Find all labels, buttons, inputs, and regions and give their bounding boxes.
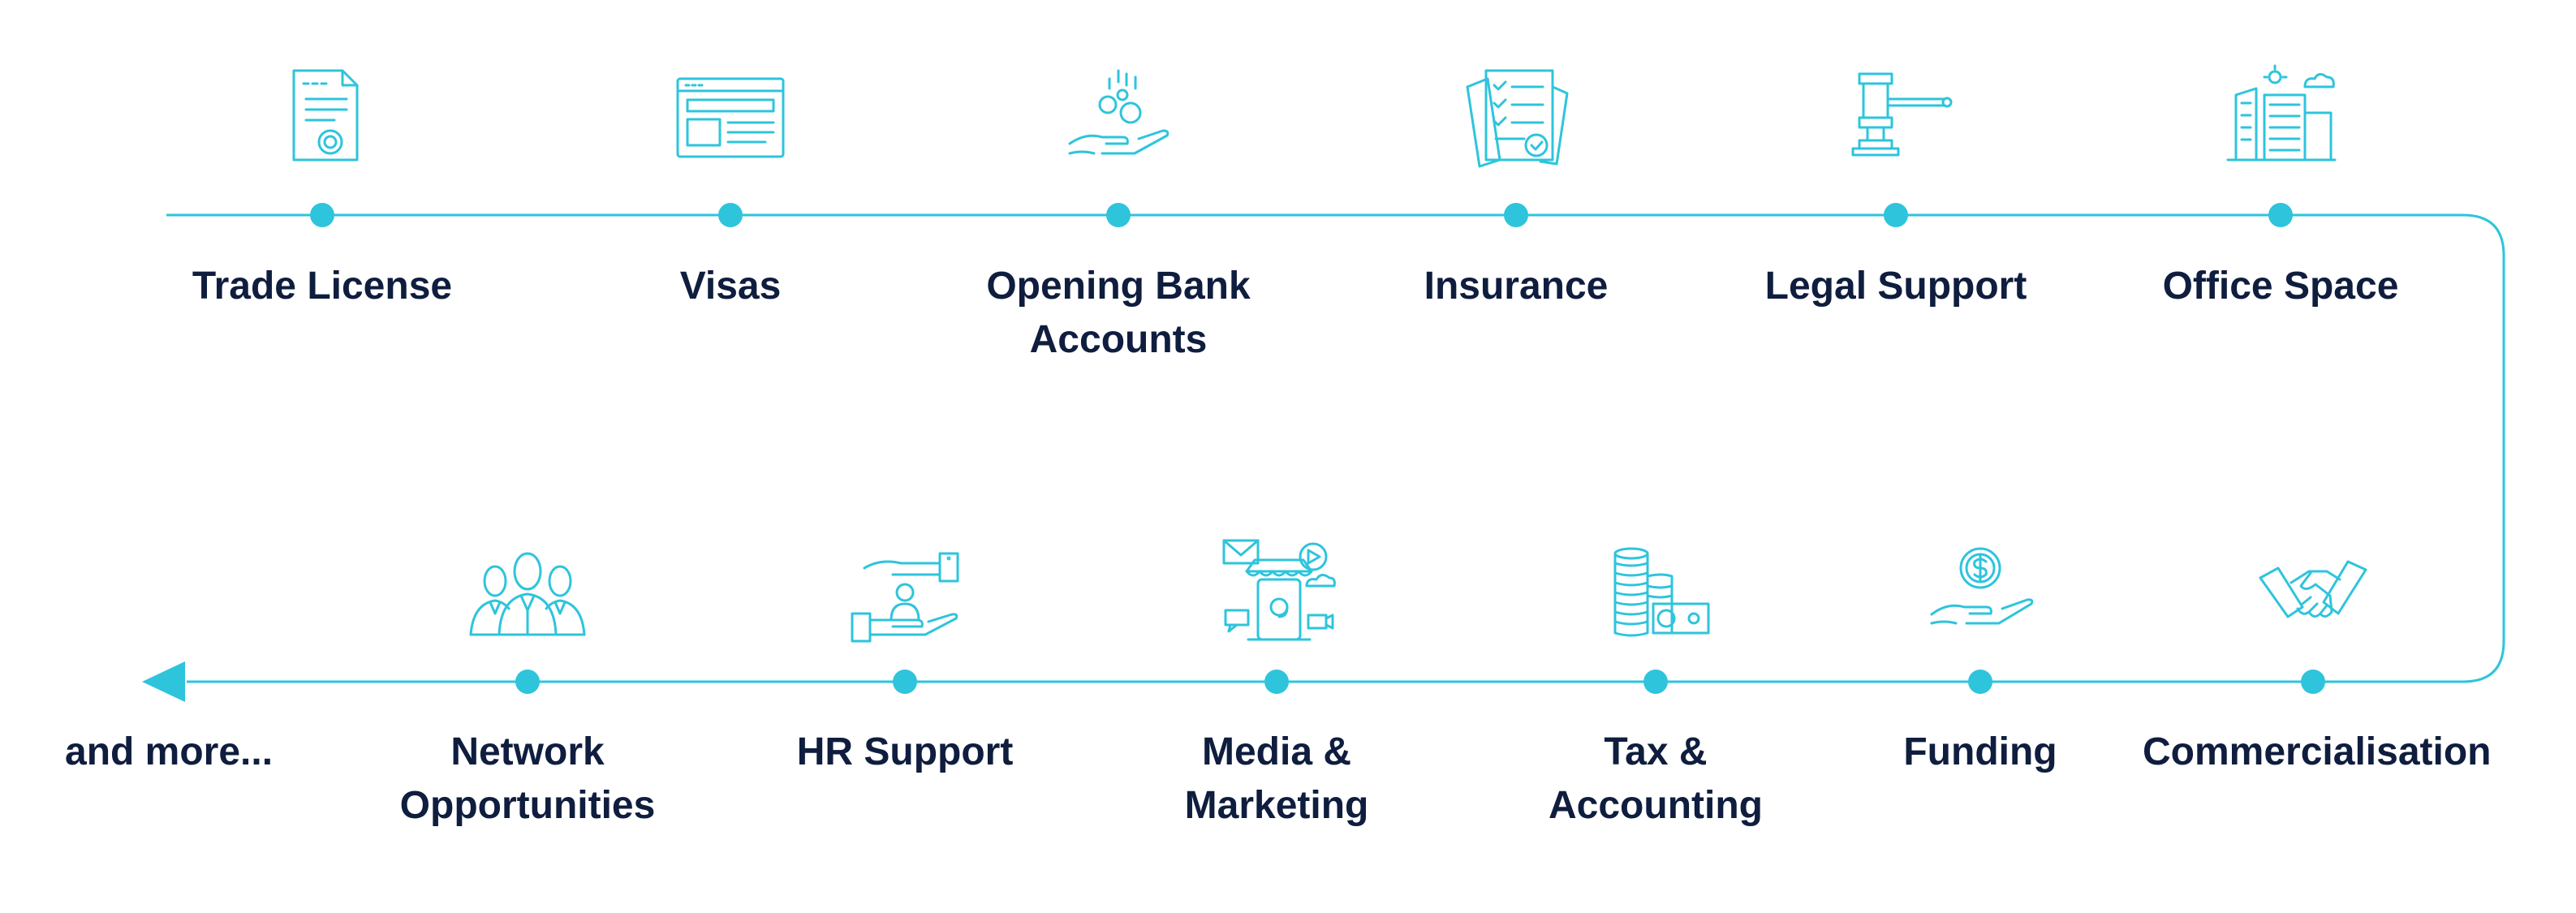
step-dot [1106,203,1131,227]
step-label-office-space: Office Space [2162,265,2399,308]
step-dot [893,670,917,694]
step-dot [515,670,540,694]
step-label-funding: Funding [1903,730,2057,773]
group-of-people-icon [467,529,588,651]
step-dot [2268,203,2293,227]
step-label-legal-support: Legal Support [1764,265,2027,308]
step-label-commercialisation: Commercialisation [2143,730,2492,773]
step-dot [310,203,334,227]
hand-with-coins-icon [1058,54,1179,176]
step-label-hr-support: HR Support [796,730,1014,773]
arrow-head [142,661,185,702]
browser-window-icon [670,54,791,176]
step-dot [2301,670,2325,694]
step-label-visas: Visas [679,265,782,308]
hands-with-person-icon [844,529,966,651]
gavel-icon [1835,54,1957,176]
step-label-insurance: Insurance [1424,265,1609,308]
checklist-documents-icon [1455,54,1577,176]
step-dot [1264,670,1289,694]
step-dot [718,203,743,227]
step-label-network-opportunities: Network Opportunities [399,730,656,827]
step-label-tax-accounting: Tax & Accounting [1549,730,1763,827]
step-dot [1643,670,1668,694]
and-more-label: and more... [65,730,274,773]
step-dot [1504,203,1528,227]
handshake-icon [2252,529,2374,651]
step-label-media-marketing: Media & Marketing [1184,730,1369,827]
hand-with-dollar-coin-icon [1919,529,2041,651]
step-label-trade-license: Trade License [192,265,453,308]
certificate-document-icon [261,54,383,176]
step-dot [1884,203,1908,227]
step-label-opening-bank-accounts: Opening Bank Accounts [986,265,1251,361]
step-dot [1968,670,1992,694]
office-buildings-icon [2220,54,2341,176]
digital-marketing-store-icon [1216,529,1338,651]
coin-stacks-banknote-icon [1595,529,1717,651]
